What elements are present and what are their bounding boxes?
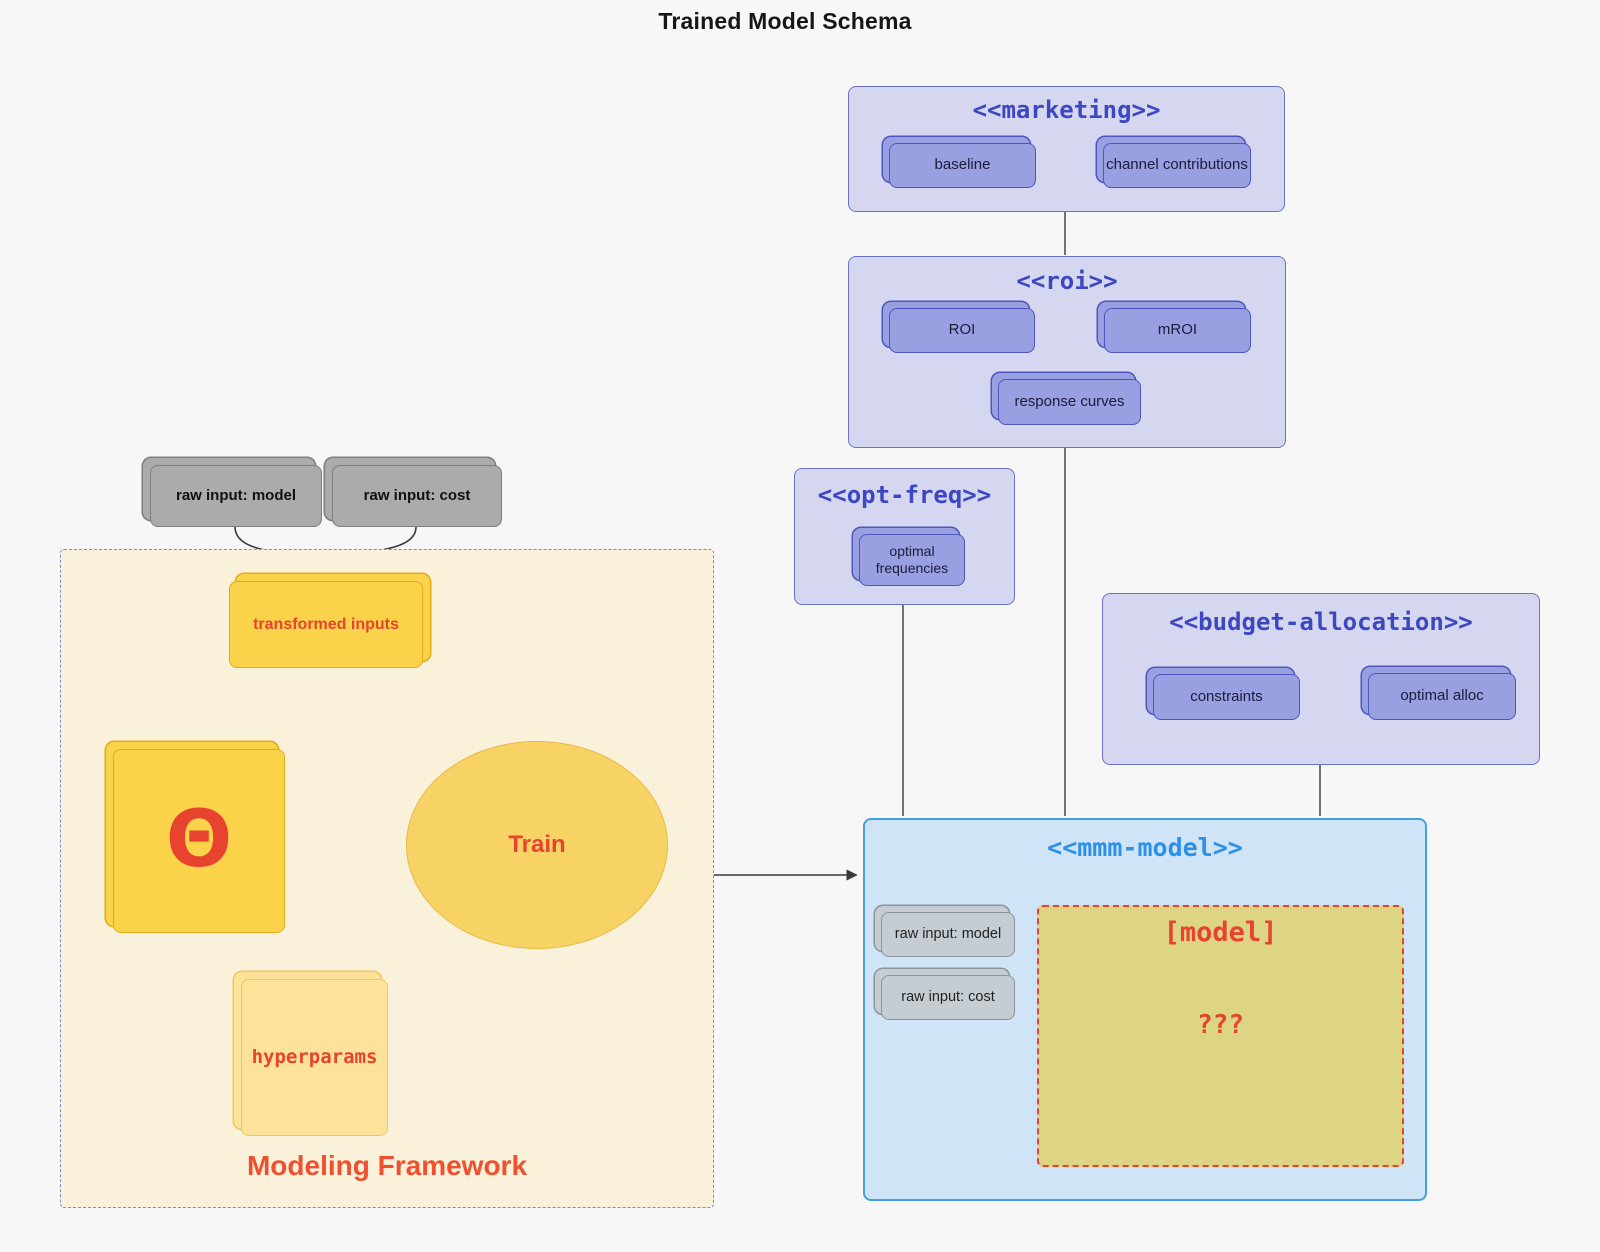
node-mmm-raw-input-cost: raw input: cost bbox=[881, 975, 1015, 1020]
node-theta: Θ bbox=[113, 749, 285, 933]
model-label: [model] bbox=[1163, 917, 1278, 948]
group-roi: <<roi>> ROI mROI response curves bbox=[848, 256, 1286, 448]
group-modeling-framework: Modeling Framework transformed inputs Θ … bbox=[60, 549, 714, 1208]
node-hyperparams: hyperparams bbox=[241, 979, 388, 1136]
node-transformed-inputs: transformed inputs bbox=[229, 581, 423, 668]
page-title: Trained Model Schema bbox=[658, 8, 912, 34]
budget-stereotype: <<budget-allocation>> bbox=[1169, 608, 1473, 636]
node-baseline: baseline bbox=[889, 143, 1036, 188]
node-response-curves: response curves bbox=[998, 379, 1141, 425]
node-roi: ROI bbox=[889, 308, 1035, 353]
node-train: Train bbox=[406, 741, 668, 949]
marketing-stereotype: <<marketing>> bbox=[972, 96, 1161, 124]
mmm-stereotype: <<mmm-model>> bbox=[1047, 833, 1243, 862]
opt-freq-stereotype: <<opt-freq>> bbox=[817, 481, 992, 509]
framework-label: Modeling Framework bbox=[246, 1150, 528, 1181]
model-placeholder-box: [model] ??? bbox=[1037, 905, 1404, 1167]
node-optimal-alloc: optimal alloc bbox=[1368, 673, 1516, 720]
group-budget-allocation: <<budget-allocation>> constraints optima… bbox=[1102, 593, 1540, 765]
group-mmm-model: <<mmm-model>> raw input: model raw input… bbox=[863, 818, 1427, 1201]
node-raw-input-model: raw input: model bbox=[150, 465, 322, 527]
group-marketing: <<marketing>> baseline channel contribut… bbox=[848, 86, 1285, 212]
roi-stereotype: <<roi>> bbox=[1016, 267, 1118, 295]
group-opt-freq: <<opt-freq>> optimal frequencies bbox=[794, 468, 1015, 605]
node-mroi: mROI bbox=[1104, 308, 1251, 353]
node-optimal-frequencies: optimal frequencies bbox=[859, 534, 965, 586]
node-raw-input-cost: raw input: cost bbox=[332, 465, 502, 527]
node-constraints: constraints bbox=[1153, 674, 1300, 720]
node-mmm-raw-input-model: raw input: model bbox=[881, 912, 1015, 957]
node-channel-contributions: channel contributions bbox=[1103, 143, 1251, 188]
model-unknown-label: ??? bbox=[1197, 1010, 1244, 1040]
